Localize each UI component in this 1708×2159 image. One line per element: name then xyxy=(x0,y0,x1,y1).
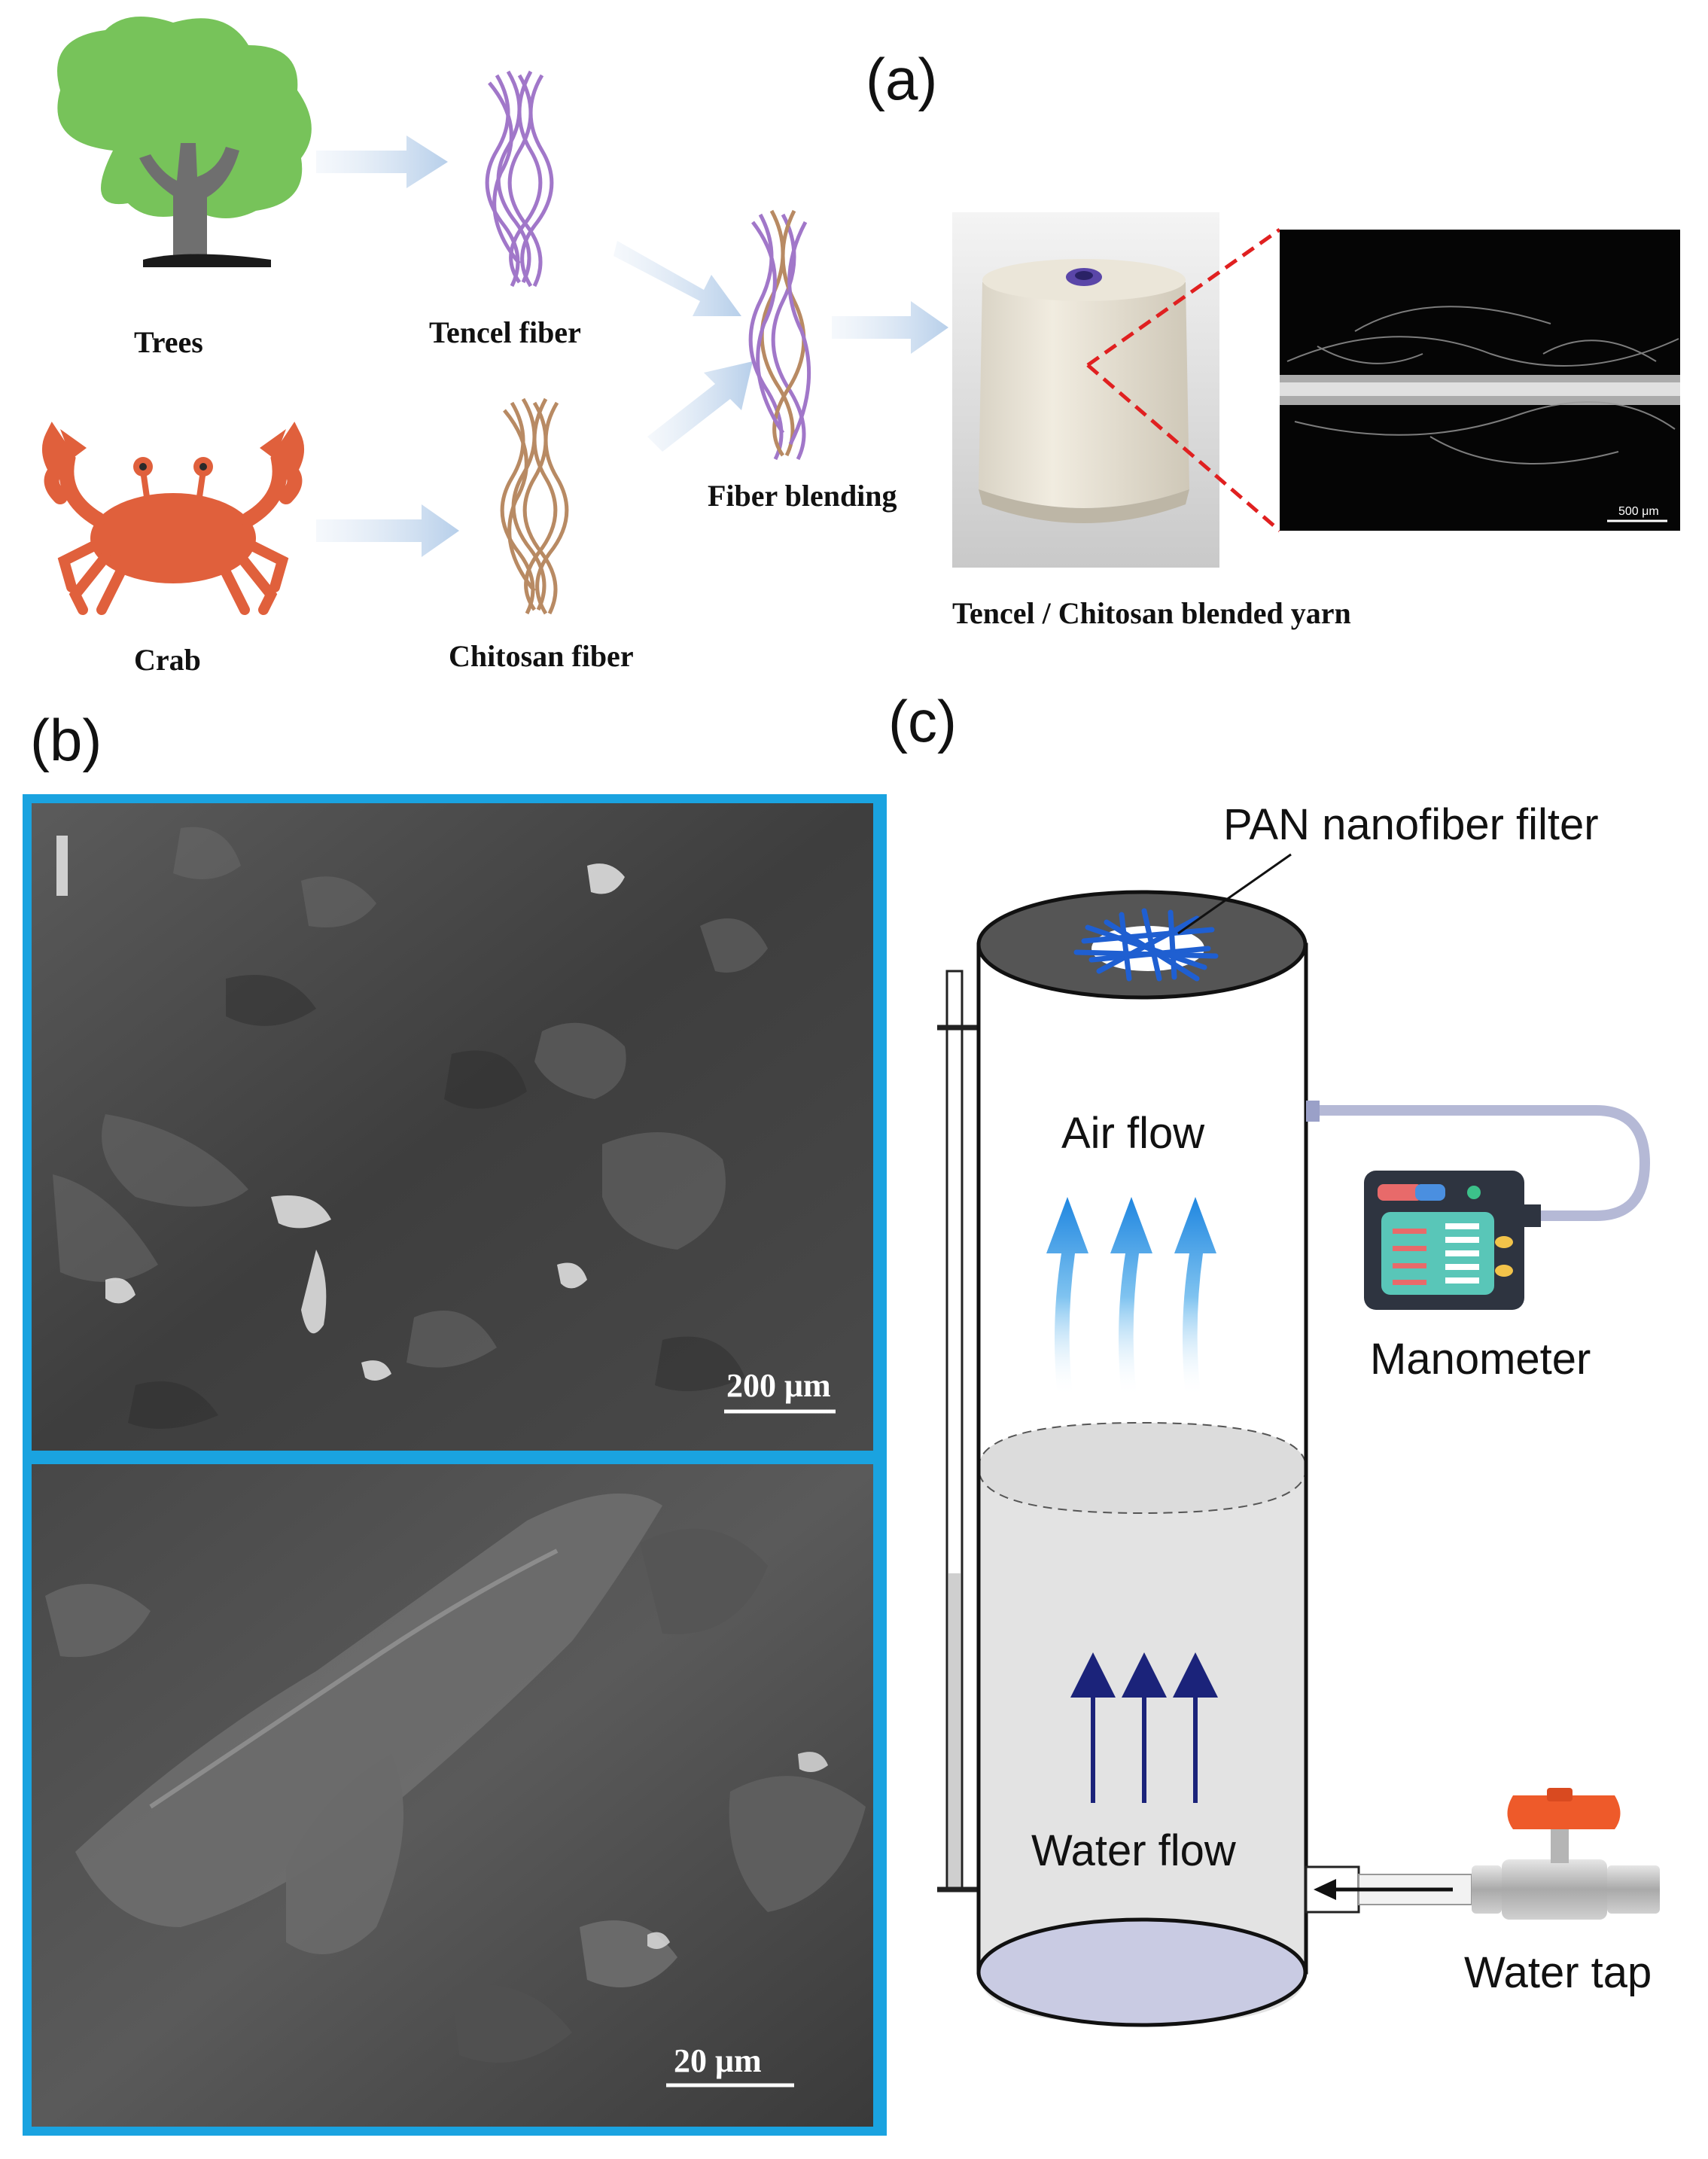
water-flow-label: Water flow xyxy=(1031,1826,1237,1875)
fiber-blending-label: Fiber blending xyxy=(708,479,897,513)
sem-micrograph-bottom: 20 μm xyxy=(32,1464,873,2127)
panel-c-label: (c) xyxy=(888,688,957,754)
panel-c: (c) PAN na xyxy=(888,688,1660,2027)
crab-label: Crab xyxy=(134,643,201,677)
yarn-cone-image xyxy=(952,212,1219,568)
micrograph-scale-label: 500 μm xyxy=(1618,505,1659,518)
pan-filter-label: PAN nanofiber filter xyxy=(1223,800,1599,849)
yarn-micrograph: 500 μm xyxy=(1280,230,1680,531)
pan-filter-mesh xyxy=(1073,908,1219,982)
air-flow-label: Air flow xyxy=(1061,1109,1205,1158)
manometer-label: Manometer xyxy=(1370,1335,1591,1384)
water-inlet-pipe xyxy=(1305,1865,1472,1914)
panel-b: (b) xyxy=(23,707,887,2136)
manometer-icon xyxy=(1364,1171,1541,1310)
side-gauge-tube xyxy=(937,970,979,1893)
tencel-fiber-label: Tencel fiber xyxy=(429,315,581,349)
filter-leader-line xyxy=(1177,853,1292,935)
panel-a: (a) Trees Crab xyxy=(42,17,1680,677)
manometer-tube xyxy=(1306,1105,1651,1221)
tree-icon xyxy=(57,17,312,267)
sem-micrograph-top: 200 μm xyxy=(32,803,873,1451)
water-flow-arrows xyxy=(1070,1652,1218,1803)
blended-fiber-icon xyxy=(748,209,811,461)
sem-top-scale: 200 μm xyxy=(726,1367,831,1404)
chitosan-fiber-label: Chitosan fiber xyxy=(449,639,634,673)
trees-label: Trees xyxy=(134,325,203,359)
air-flow-arrows xyxy=(1046,1197,1216,1396)
crab-icon xyxy=(42,422,304,615)
water-tap-icon xyxy=(1472,1788,1660,1920)
tencel-fiber-icon xyxy=(485,70,554,288)
zoom-indicator xyxy=(1086,227,1281,532)
sem-bottom-scale: 20 μm xyxy=(674,2042,762,2079)
water-tap-label: Water tap xyxy=(1464,1948,1652,1997)
yarn-caption: Tencel / Chitosan blended yarn xyxy=(952,596,1351,630)
panel-b-label: (b) xyxy=(30,707,102,773)
process-arrows xyxy=(316,136,948,557)
chitosan-fiber-icon xyxy=(500,397,569,615)
panel-a-label: (a) xyxy=(866,46,937,112)
